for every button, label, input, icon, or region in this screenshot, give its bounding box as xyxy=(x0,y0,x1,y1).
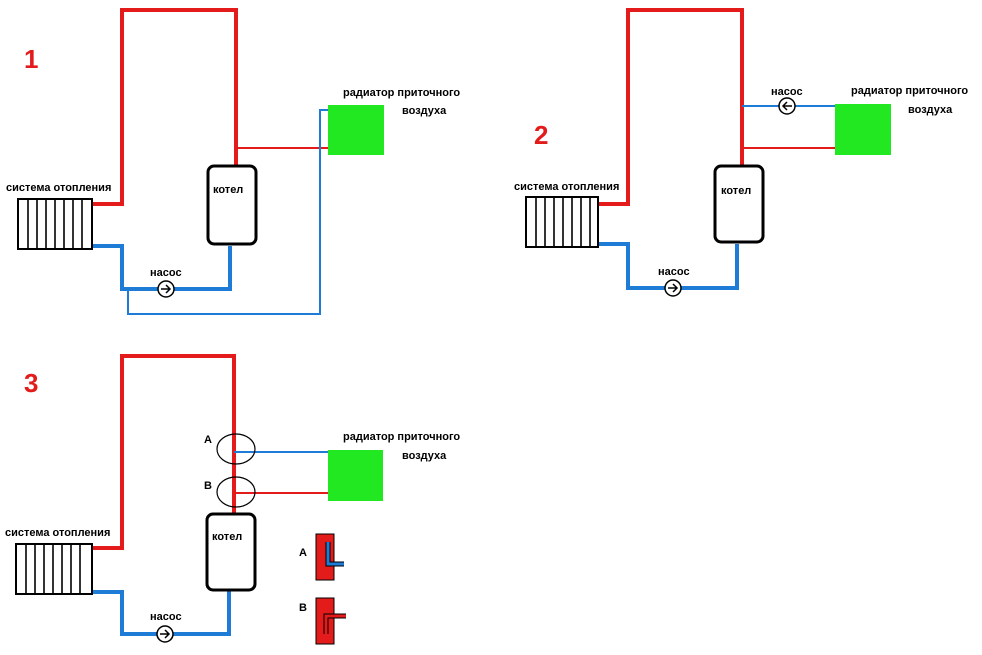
air-radiator-label-3a: радиатор приточного xyxy=(343,431,460,443)
scheme-number-1: 1 xyxy=(24,44,38,74)
heating-radiator-3 xyxy=(15,543,93,595)
joint-b-ring xyxy=(216,476,256,508)
boiler-label-1: котел xyxy=(213,184,243,196)
scheme-number-2: 2 xyxy=(534,120,548,150)
hot-pipe-3 xyxy=(92,354,236,550)
scheme-1: 1 система отопления котел насос xyxy=(6,8,460,315)
boiler-3 xyxy=(205,512,257,592)
scheme-number-3: 3 xyxy=(24,368,38,398)
scheme-3: 3 A B система отопления котел насос xyxy=(5,354,460,645)
detail-a-label: A xyxy=(299,547,307,559)
heating-radiator-2 xyxy=(525,196,599,248)
heating-system-label-1: система отопления xyxy=(6,182,111,194)
air-radiator-3 xyxy=(328,450,383,501)
cold-pipe-1 xyxy=(92,244,232,291)
joint-a-ring xyxy=(216,433,256,465)
hot-pipe-1 xyxy=(92,8,238,206)
pump-label-2: насос xyxy=(658,266,690,278)
heating-radiator-1 xyxy=(17,198,93,250)
air-radiator-1 xyxy=(328,105,384,155)
boiler-label-2: котел xyxy=(721,185,751,197)
air-radiator-label-1a: радиатор приточного xyxy=(343,87,460,99)
scheme-2: 2 система отопления котел насос насос xyxy=(514,8,968,297)
heating-system-label-3: система отопления xyxy=(5,527,110,539)
heating-system-label-2: система отопления xyxy=(514,181,619,193)
detail-b-fitting xyxy=(315,597,346,645)
joint-b-label: B xyxy=(204,480,212,492)
pump-label-1: насос xyxy=(150,267,182,279)
cold-pipe-3 xyxy=(92,590,231,636)
hot-pipe-2 xyxy=(598,8,744,206)
pump-label-2b: насос xyxy=(771,86,803,98)
air-radiator-label-2a: радиатор приточного xyxy=(851,85,968,97)
boiler-label-3: котел xyxy=(212,531,242,543)
detail-a-fitting xyxy=(315,533,344,581)
detail-b-label: B xyxy=(299,602,307,614)
air-radiator-label-3b: воздуха xyxy=(402,450,447,462)
pump-icon-1 xyxy=(157,280,175,298)
boiler-2 xyxy=(713,164,765,244)
cold-pipe-2 xyxy=(598,242,739,290)
air-radiator-2 xyxy=(835,104,891,155)
cold-branch-1 xyxy=(127,109,328,315)
pump-icon-2b xyxy=(778,97,796,115)
pump-label-3: насос xyxy=(150,611,182,623)
air-radiator-label-2b: воздуха xyxy=(908,104,953,116)
joint-a-label: A xyxy=(204,434,212,446)
boiler-1 xyxy=(206,164,258,246)
pump-icon-2 xyxy=(664,279,682,297)
pump-icon-3 xyxy=(156,625,174,643)
air-radiator-label-1b: воздуха xyxy=(402,105,447,117)
